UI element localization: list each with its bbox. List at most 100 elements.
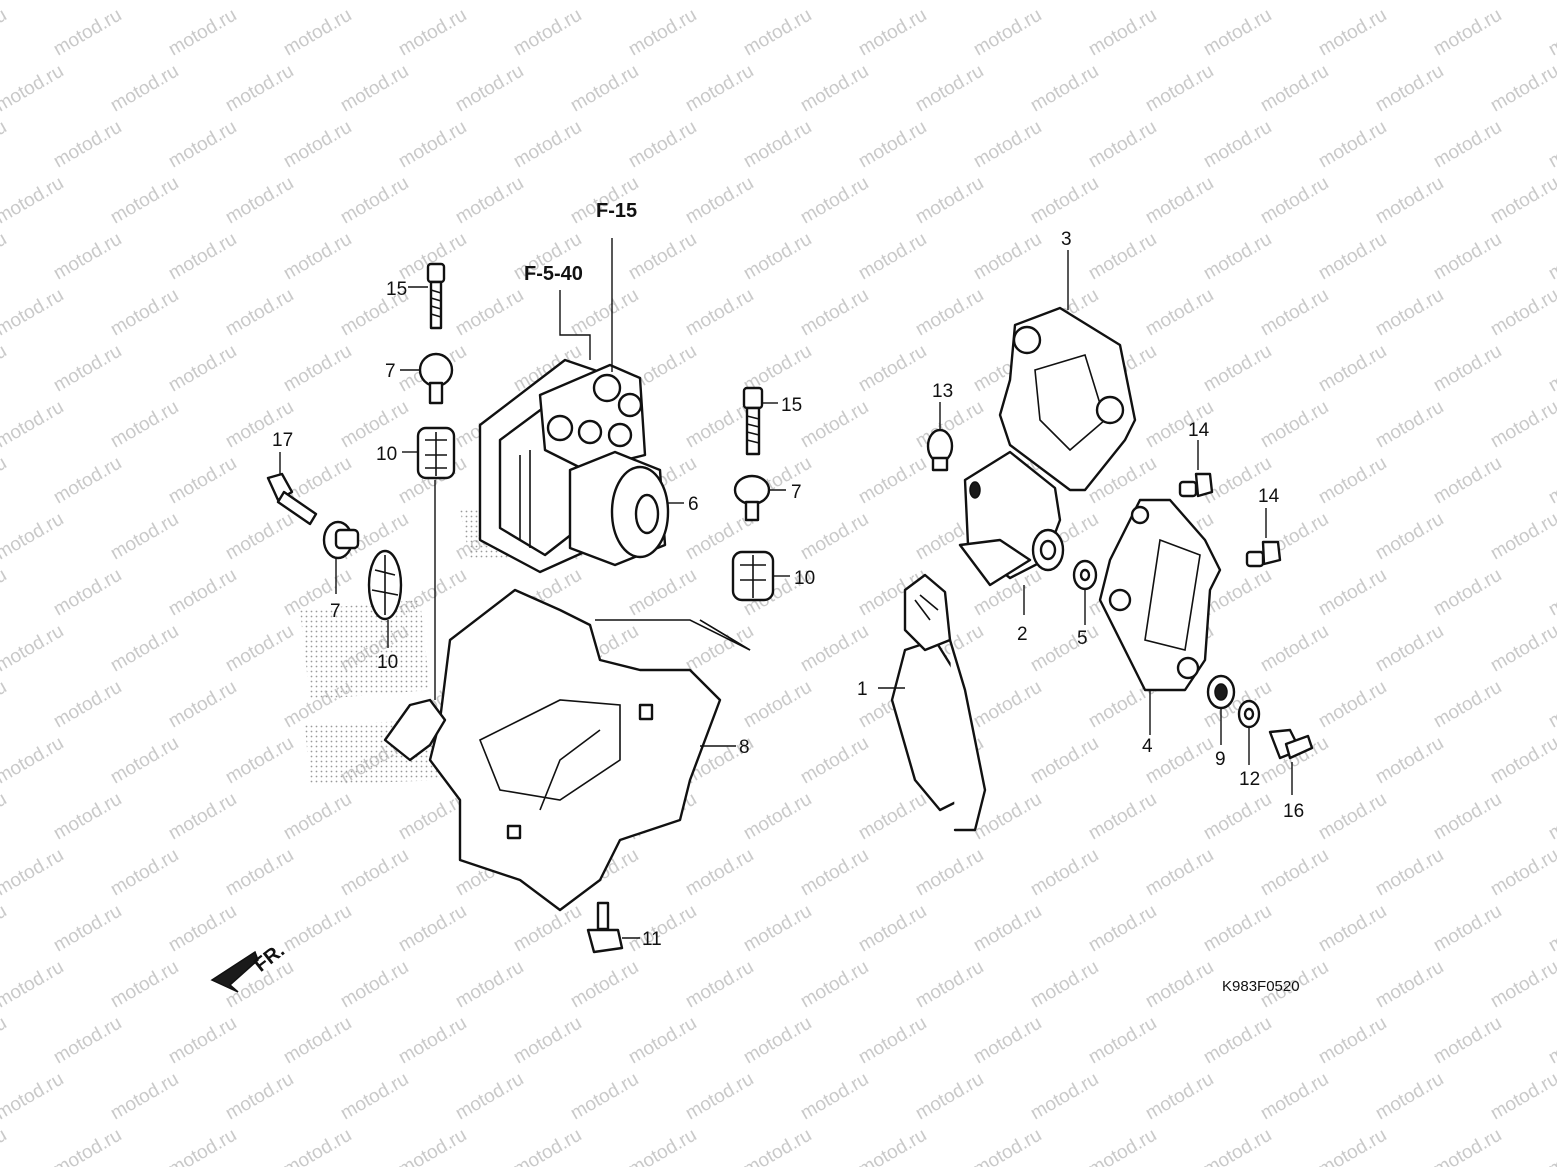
- callout-10-top: 10: [376, 444, 397, 465]
- watermark-text: motod.ru: [0, 789, 10, 845]
- watermark-text: motod.ru: [0, 957, 67, 1013]
- callout-7-left: 7: [330, 601, 341, 622]
- watermark-text: motod.ru: [337, 1069, 412, 1125]
- watermark-text: motod.ru: [1487, 285, 1557, 341]
- watermark-text: motod.ru: [855, 1013, 930, 1069]
- watermark-text: motod.ru: [1372, 285, 1447, 341]
- watermark-text: motod.ru: [1315, 1125, 1390, 1167]
- watermark-text: motod.ru: [280, 117, 355, 173]
- watermark-text: motod.ru: [1487, 509, 1557, 565]
- bolt-part-17: [266, 472, 318, 526]
- watermark-text: motod.ru: [107, 957, 182, 1013]
- watermark-text: motod.ru: [1315, 1013, 1390, 1069]
- watermark-text: motod.ru: [1430, 901, 1505, 957]
- callout-11: 11: [642, 929, 662, 950]
- front-direction-arrow-icon: [210, 950, 259, 993]
- watermark-text: motod.ru: [280, 341, 355, 397]
- watermark-text: motod.ru: [797, 845, 872, 901]
- watermark-text: motod.ru: [625, 5, 700, 61]
- watermark-text: motod.ru: [740, 901, 815, 957]
- watermark-text: motod.ru: [165, 5, 240, 61]
- watermark-text: motod.ru: [165, 341, 240, 397]
- watermark-text: motod.ru: [970, 1125, 1045, 1167]
- watermark-text: motod.ru: [1142, 957, 1217, 1013]
- callout-13: 13: [932, 381, 953, 402]
- watermark-text: motod.ru: [107, 61, 182, 117]
- watermark-text: motod.ru: [682, 845, 757, 901]
- watermark-text: motod.ru: [1200, 5, 1275, 61]
- watermark-text: motod.ru: [280, 1013, 355, 1069]
- watermark-text: motod.ru: [1487, 845, 1557, 901]
- collar-part-7-left: [322, 520, 360, 560]
- collar-part-7-right: [733, 474, 771, 522]
- callout-15-left: 15: [386, 279, 407, 300]
- watermark-text: motod.ru: [222, 509, 297, 565]
- watermark-text: motod.ru: [1487, 957, 1557, 1013]
- watermark-text: motod.ru: [970, 1013, 1045, 1069]
- watermark-text: motod.ru: [625, 1125, 700, 1167]
- watermark-text: motod.ru: [0, 565, 10, 621]
- watermark-text: motod.ru: [1200, 1125, 1275, 1167]
- watermark-text: motod.ru: [1315, 229, 1390, 285]
- nut-part-13: [926, 428, 954, 472]
- watermark-text: motod.ru: [1027, 0, 1102, 4]
- watermark-text: motod.ru: [797, 621, 872, 677]
- watermark-text: motod.ru: [1085, 1125, 1160, 1167]
- watermark-text: motod.ru: [0, 341, 10, 397]
- watermark-text: motod.ru: [222, 1069, 297, 1125]
- watermark-text: motod.ru: [510, 117, 585, 173]
- watermark-text: motod.ru: [740, 1125, 815, 1167]
- watermark-text: motod.ru: [107, 0, 182, 4]
- watermark-text: motod.ru: [222, 621, 297, 677]
- leader-lines-right: [878, 250, 1293, 795]
- watermark-text: motod.ru: [510, 1125, 585, 1167]
- watermark-text: motod.ru: [107, 621, 182, 677]
- callout-9: 9: [1215, 749, 1226, 770]
- callout-17: 17: [272, 430, 293, 451]
- watermark-text: motod.ru: [50, 677, 125, 733]
- watermark-text: motod.ru: [1372, 621, 1447, 677]
- watermark-text: motod.ru: [1487, 397, 1557, 453]
- watermark-text: motod.ru: [1430, 677, 1505, 733]
- watermark-text: motod.ru: [222, 173, 297, 229]
- watermark-text: motod.ru: [682, 0, 757, 4]
- watermark-text: motod.ru: [797, 0, 872, 4]
- watermark-text: motod.ru: [1142, 1069, 1217, 1125]
- watermark-text: motod.ru: [1315, 341, 1390, 397]
- washer-part-5: [1072, 559, 1098, 591]
- watermark-text: motod.ru: [1200, 229, 1275, 285]
- callout-7-right: 7: [791, 482, 802, 503]
- watermark-text: motod.ru: [1142, 285, 1217, 341]
- watermark-text: motod.ru: [740, 677, 815, 733]
- watermark-text: motod.ru: [50, 1125, 125, 1167]
- control-unit-part-2: [958, 450, 1065, 587]
- watermark-text: motod.ru: [1257, 61, 1332, 117]
- watermark-text: motod.ru: [625, 901, 700, 957]
- watermark-text: motod.ru: [0, 117, 10, 173]
- watermark-text: motod.ru: [740, 229, 815, 285]
- watermark-text: motod.ru: [797, 173, 872, 229]
- watermark-text: motod.ru: [1027, 621, 1102, 677]
- watermark-text: motod.ru: [165, 565, 240, 621]
- watermark-text: motod.ru: [1430, 1013, 1505, 1069]
- watermark-text: motod.ru: [567, 285, 642, 341]
- watermark-text: motod.ru: [1545, 677, 1557, 733]
- watermark-text: motod.ru: [1085, 5, 1160, 61]
- watermark-text: motod.ru: [740, 1013, 815, 1069]
- watermark-text: motod.ru: [1257, 621, 1332, 677]
- watermark-text: motod.ru: [337, 845, 412, 901]
- watermark-text: motod.ru: [452, 61, 527, 117]
- callout-7-top: 7: [385, 361, 396, 382]
- watermark-text: motod.ru: [50, 1013, 125, 1069]
- callout-16: 16: [1283, 801, 1304, 822]
- watermark-text: motod.ru: [1487, 621, 1557, 677]
- watermark-text: motod.ru: [1085, 117, 1160, 173]
- watermark-text: motod.ru: [1315, 677, 1390, 733]
- watermark-text: motod.ru: [1200, 901, 1275, 957]
- watermark-text: motod.ru: [740, 117, 815, 173]
- callout-14-upper: 14: [1188, 420, 1210, 441]
- watermark-text: motod.ru: [452, 1069, 527, 1125]
- watermark-text: motod.ru: [107, 173, 182, 229]
- watermark-text: motod.ru: [395, 117, 470, 173]
